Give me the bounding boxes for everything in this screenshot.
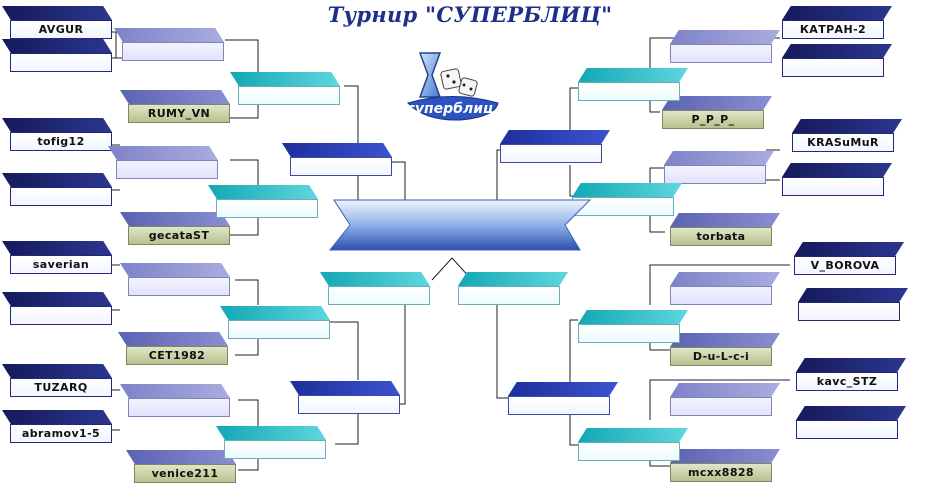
left-r2-slot[interactable]: gecataST [120, 212, 230, 246]
right-r1-slot[interactable]: kavc_STZ [796, 358, 906, 392]
left-r1-slot[interactable]: tofig12 [2, 118, 112, 152]
right-r1-slot[interactable] [782, 44, 892, 78]
right-r2-slot[interactable]: D-u-L-c-i [670, 333, 780, 367]
final-slot[interactable] [360, 215, 560, 235]
right-r1-slot[interactable]: KRASuMuR [792, 119, 902, 153]
left-r4-slot[interactable] [290, 381, 400, 415]
left-r1-slot[interactable] [2, 292, 112, 326]
left-r3-slot[interactable] [220, 306, 330, 340]
right-r3-slot[interactable] [578, 428, 688, 462]
right-r1-slot[interactable] [782, 163, 892, 197]
right-r2-slot[interactable] [670, 272, 780, 306]
left-r2-slot[interactable]: CET1982 [118, 332, 228, 366]
left-semi-slot[interactable] [320, 272, 430, 306]
right-r1-slot[interactable] [798, 288, 908, 322]
right-r2-slot[interactable]: mcxx8828 [670, 449, 780, 483]
right-r2-slot[interactable]: torbata [670, 213, 780, 247]
left-r2-slot[interactable] [114, 28, 224, 62]
superblitz-logo: суперблиц [407, 52, 499, 121]
left-r2-slot[interactable] [120, 263, 230, 297]
left-r1-slot[interactable] [2, 173, 112, 207]
left-r3-slot[interactable] [208, 185, 318, 219]
left-r4-slot[interactable] [282, 143, 392, 177]
right-r1-slot[interactable] [796, 406, 906, 440]
left-r2-slot[interactable]: RUMY_VN [120, 90, 230, 124]
left-r1-slot[interactable]: abramov1-5 [2, 410, 112, 444]
left-r2-slot[interactable]: venice211 [126, 450, 236, 484]
left-r1-slot[interactable]: saverian [2, 241, 112, 275]
page-title: Турнир "СУПЕРБЛИЦ" [327, 2, 613, 27]
right-r2-slot[interactable] [664, 151, 774, 185]
right-r3-slot[interactable] [572, 183, 682, 217]
logo-text: суперблиц [407, 101, 494, 117]
right-r4-slot[interactable] [500, 130, 610, 164]
left-r1-slot[interactable]: TUZARQ [2, 364, 112, 398]
left-r3-slot[interactable] [230, 72, 340, 106]
right-r1-slot[interactable]: V_BOROVA [794, 242, 904, 276]
right-semi-slot[interactable] [458, 272, 568, 306]
left-r2-slot[interactable] [120, 384, 230, 418]
right-r2-slot[interactable] [670, 30, 780, 64]
right-r2-slot[interactable]: P_P_P_ [662, 96, 772, 130]
right-r2-slot[interactable] [670, 383, 780, 417]
left-r1-slot[interactable] [2, 39, 112, 73]
right-r3-slot[interactable] [578, 68, 688, 102]
right-r4-slot[interactable] [508, 382, 618, 416]
right-r3-slot[interactable] [578, 310, 688, 344]
left-r1-slot[interactable]: AVGUR [2, 6, 112, 40]
right-r1-slot[interactable]: КАТРАН-2 [782, 6, 892, 40]
left-r3-slot[interactable] [216, 426, 326, 460]
left-r2-slot[interactable] [108, 146, 218, 180]
